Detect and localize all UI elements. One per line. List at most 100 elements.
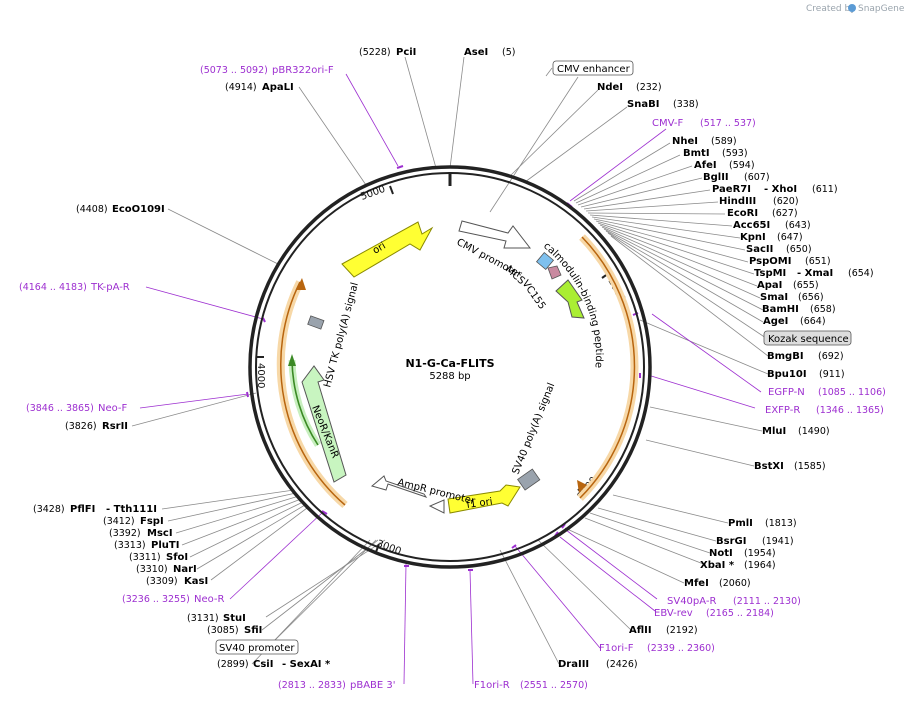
backbone-outer-ring <box>248 165 652 569</box>
primer-sv40pa-r: SV40pA-R <box>667 596 716 607</box>
primer-sv40pa-r-range: (2111 .. 2130) <box>733 596 801 607</box>
cmv-enhancer-box: CMV enhancer <box>552 60 634 76</box>
site-bstxi-pos: (1585) <box>794 461 826 472</box>
primer-exfp-r-range: (1346 .. 1365) <box>816 405 884 416</box>
primer-neo-f-range: (3846 .. 3865) <box>26 403 94 414</box>
site-noti-pos: (1954) <box>744 548 776 559</box>
snapgene-brand-text: SnapGene <box>858 4 905 14</box>
kozak-sequence-label: Kozak sequence <box>768 334 849 345</box>
site-rsrii: RsrII <box>102 421 128 432</box>
site-stui-pos: (3131) <box>187 613 219 624</box>
f1-ori-feature <box>447 484 521 514</box>
site-kasi: KasI <box>184 576 208 587</box>
site-fspi-pos: (3412) <box>103 516 135 527</box>
primer-lines <box>139 73 762 685</box>
site-ecoo109i-pos: (4408) <box>76 204 108 215</box>
site-aflii: AflII <box>629 625 652 636</box>
site-bpu10i-pos: (911) <box>819 369 845 380</box>
sv40-polya-label: SV40 poly(A) signal <box>511 381 558 476</box>
primer-cmv-f: CMV-F <box>652 118 683 129</box>
primer-tk-pa-r-range: (4164 .. 4183) <box>19 282 87 293</box>
site-sfoi-pos: (3311) <box>129 552 161 563</box>
site-agei-pos: (664) <box>800 316 826 327</box>
tick-label-4000: 4000 <box>255 363 266 388</box>
neor-orf-arrow-icon <box>288 354 296 366</box>
site-bamhi-pos: (658) <box>810 304 836 315</box>
site-apali: ApaLI <box>262 82 294 93</box>
neor-orf <box>291 359 319 446</box>
f1-ori-label: f1 ori <box>466 496 493 511</box>
snapgene-logo-icon <box>848 4 856 12</box>
primer-neo-r: Neo-R <box>194 594 225 605</box>
site-xmai: - XmaI <box>797 268 833 279</box>
site-nari: NarI <box>173 564 197 575</box>
primer-pbabe3-range: (2813 .. 2833) <box>278 680 346 691</box>
site-sacii: SacII <box>746 244 773 255</box>
site-msci-pos: (3392) <box>109 528 141 539</box>
site-ecoo109i: EcoO109I <box>112 204 165 215</box>
site-asei: AseI <box>464 47 488 58</box>
primer-pbr322ori: pBR322ori-F <box>272 65 334 76</box>
site-bmti: BmtI <box>683 148 710 159</box>
site-mfei: MfeI <box>684 578 709 589</box>
site-smai-pos: (656) <box>798 292 824 303</box>
orf-arc-left <box>280 281 346 506</box>
plasmid-size: 5288 bp <box>429 371 470 382</box>
site-bpu10i: Bpu10I <box>767 369 807 380</box>
site-bglii: BglII <box>703 172 729 183</box>
site-paer7i: PaeR7I <box>712 184 751 195</box>
site-pspomi: PspOMI <box>749 256 791 267</box>
site-nari-pos: (3310) <box>136 564 168 575</box>
primer-pbr322ori-range: (5073 .. 5092) <box>200 65 268 76</box>
site-pflfi-pos: (3428) <box>33 504 65 515</box>
primer-exfp-r: EXFP-R <box>765 405 800 416</box>
sv40-polya-block <box>517 468 541 491</box>
site-apali-pos: (4914) <box>225 82 257 93</box>
site-acc65i-pos: (643) <box>785 220 811 231</box>
cmv-enhancer-label: CMV enhancer <box>557 64 631 75</box>
site-mlui-pos: (1490) <box>798 426 830 437</box>
ori-feature <box>341 221 434 278</box>
site-rsrii-pos: (3826) <box>65 421 97 432</box>
site-pflfi: PflFI <box>70 504 95 515</box>
site-snabi: SnaBI <box>627 99 659 110</box>
site-bglii-pos: (607) <box>744 172 770 183</box>
site-stui: StuI <box>223 613 246 624</box>
site-nhei: NheI <box>672 136 698 147</box>
primer-pbabe3: pBABE 3' <box>350 680 396 691</box>
site-ndei-pos: (232) <box>636 82 662 93</box>
neor-kanr-feature <box>301 365 347 483</box>
site-pluti: PluTI <box>151 540 179 551</box>
primer-f1ori-f-range: (2339 .. 2360) <box>647 643 715 654</box>
primer-f1ori-f: F1ori-F <box>599 643 634 654</box>
kozak-mcs-block <box>535 251 555 271</box>
site-mfei-pos: (2060) <box>719 578 751 589</box>
orf-arrow-right-icon <box>577 480 587 493</box>
site-pcii: PciI <box>396 47 416 58</box>
site-noti: NotI <box>709 548 733 559</box>
site-pluti-pos: (3313) <box>114 540 146 551</box>
primer-f1ori-r-range: (2551 .. 2570) <box>520 680 588 691</box>
site-xbai: XbaI * <box>700 560 735 571</box>
site-mlui: MluI <box>762 426 786 437</box>
site-bsrgi-pos: (1941) <box>762 536 794 547</box>
site-bmgbi-pos: (692) <box>818 351 844 362</box>
site-afei-pos: (594) <box>729 160 755 171</box>
primer-egfp-n-range: (1085 .. 1106) <box>818 387 886 398</box>
primer-neo-r-range: (3236 .. 3255) <box>122 594 190 605</box>
site-tspmi-pos: (654) <box>848 268 874 279</box>
primer-ebv-rev-range: (2165 .. 2184) <box>706 608 774 619</box>
site-hindiii: HindIII <box>719 196 756 207</box>
site-kasi-pos: (3309) <box>146 576 178 587</box>
site-draiii: DraIII <box>558 659 589 670</box>
site-fspi: FspI <box>140 516 164 527</box>
site-kpni-pos: (647) <box>777 232 803 243</box>
kozak-sequence-box: Kozak sequence <box>763 330 852 346</box>
site-apai: ApaI <box>757 280 782 291</box>
f1-small-arrow <box>428 499 445 514</box>
primer-egfp-n: EGFP-N <box>768 387 805 398</box>
snapgene-badge: Created by SnapGene <box>806 4 905 14</box>
site-bamhi: BamHI <box>762 304 799 315</box>
site-sfii: SfiI <box>244 625 262 636</box>
